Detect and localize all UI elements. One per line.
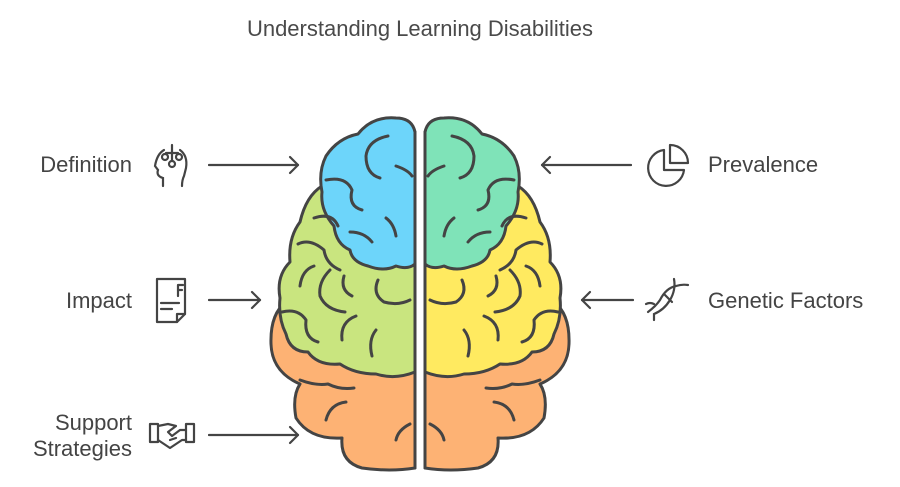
label-support-line2: Strategies	[32, 436, 132, 461]
label-support-line1: Support	[54, 410, 132, 435]
handshake-icon	[148, 422, 196, 450]
pie-chart-icon	[647, 143, 690, 187]
label-support-strategies: Support Strategies	[0, 410, 132, 462]
brain-right-teal-lobe	[423, 116, 521, 271]
arrow-prevalence	[540, 155, 632, 175]
dna-icon	[644, 277, 690, 322]
label-impact: Impact	[65, 288, 132, 313]
arrow-support-strategies	[208, 425, 300, 445]
arrow-impact	[208, 290, 262, 310]
arrow-genetic-factors	[580, 290, 634, 310]
label-genetic-factors: Genetic Factors	[708, 288, 864, 313]
label-definition: Definition	[40, 152, 132, 177]
head-with-nodes-icon	[153, 143, 188, 188]
diagram-title: Understanding Learning Disabilities	[246, 16, 594, 41]
label-prevalence: Prevalence	[708, 152, 819, 177]
arrow-definition	[208, 155, 300, 175]
brain-left-blue-lobe	[319, 116, 417, 271]
document-f-icon	[155, 277, 187, 324]
